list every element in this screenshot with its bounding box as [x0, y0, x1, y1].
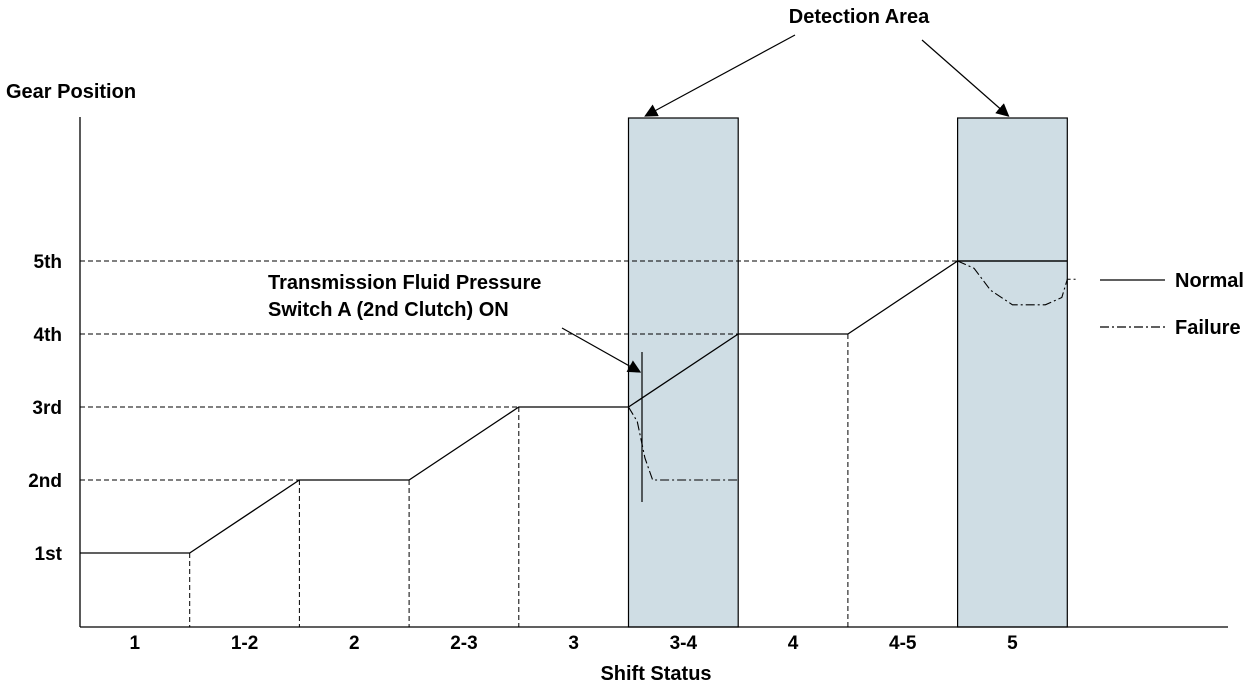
y-tick-label: 4th: [34, 325, 63, 346]
x-tick-label: 1-2: [231, 633, 258, 654]
x-tick-label: 3: [568, 633, 579, 654]
y-tick-label: 5th: [34, 252, 63, 273]
y-axis-label: Gear Position: [6, 81, 136, 103]
x-tick-label: 4: [788, 633, 799, 654]
y-tick-label: 3rd: [32, 398, 62, 419]
legend-label-failure: Failure: [1175, 317, 1241, 339]
series-failure-line-2: [957, 260, 1079, 306]
detection-area-2: [956, 117, 1068, 628]
switch-arrow: [561, 327, 642, 373]
y-tick-label: 2nd: [28, 471, 62, 492]
detection-arrow-2: [921, 39, 1010, 117]
switch-label-line1: Transmission Fluid Pressure: [268, 272, 541, 294]
x-tick-label: 2: [349, 633, 360, 654]
switch-label-line2: Switch A (2nd Clutch) ON: [268, 299, 509, 321]
series-lines: [80, 260, 1079, 554]
x-tick-label: 5: [1007, 633, 1018, 654]
x-tick-label: 4-5: [889, 633, 917, 654]
series-failure-line-1: [628, 406, 739, 481]
series-normal-line: [80, 260, 1068, 554]
detection-areas: [627, 117, 1068, 628]
x-tick-label: 1: [130, 633, 141, 654]
x-axis-label: Shift Status: [600, 663, 711, 685]
legend-label-normal: Normal: [1175, 270, 1244, 292]
tick-labels: 1st 2nd 3rd 4th 5th 1 1-2 2 2-3 3 3-4 4 4-5 5: [28, 252, 1018, 654]
y-tick-label: 1st: [35, 544, 63, 565]
detection-area-1: [627, 117, 739, 628]
detection-area-label: Detection Area: [789, 6, 930, 28]
detection-arrow-1: [644, 34, 796, 117]
x-tick-label: 2-3: [450, 633, 477, 654]
axes: [79, 117, 1228, 628]
x-tick-label: 3-4: [670, 633, 698, 654]
level-guides: [80, 260, 1068, 627]
